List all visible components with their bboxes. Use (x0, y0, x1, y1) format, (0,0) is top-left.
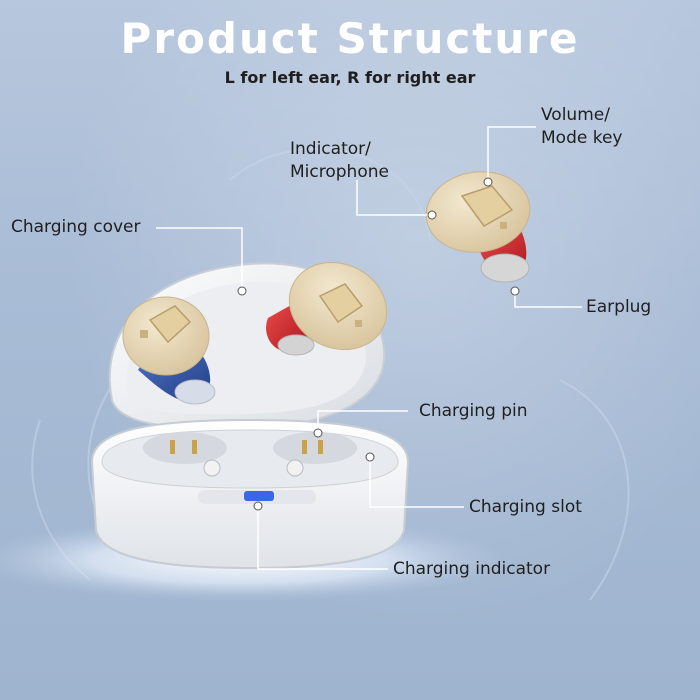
leader-volume-mode-key (487, 126, 536, 182)
callout-lines (156, 126, 582, 570)
leader-charging-indicator (257, 506, 388, 570)
page-title: Product Structure (120, 14, 580, 63)
leader-indicator-microphone (356, 180, 432, 216)
leader-charging-cover (156, 227, 243, 291)
label-charging-cover: Charging cover (11, 217, 141, 237)
label-volume-mode-key: Volume/ Mode key (541, 104, 622, 150)
right-hearing-aid (266, 261, 388, 356)
label-volume-line-2: Mode key (541, 128, 623, 148)
detached-hearing-aid (425, 171, 531, 283)
label-charging-pin: Charging pin (419, 401, 528, 421)
charging-led (244, 491, 274, 501)
label-earplug: Earplug (586, 297, 652, 317)
label-charging-indicator: Charging indicator (393, 559, 551, 579)
label-indicator-microphone: Indicator/ Microphone (290, 138, 389, 184)
label-charging-slot: Charging slot (469, 497, 582, 517)
leader-charging-pin (317, 410, 408, 433)
charging-case-base (90, 418, 410, 570)
leader-charging-slot (369, 457, 464, 508)
page-subtitle: L for left ear, R for right ear (224, 68, 476, 87)
label-volume-line-1: Volume/ (541, 105, 610, 125)
label-indicator-line-1: Indicator/ (290, 139, 371, 159)
leader-earplug (514, 291, 582, 308)
left-hearing-aid (122, 296, 216, 405)
label-indicator-line-2: Microphone (290, 162, 389, 182)
callout-dots (237, 177, 520, 511)
